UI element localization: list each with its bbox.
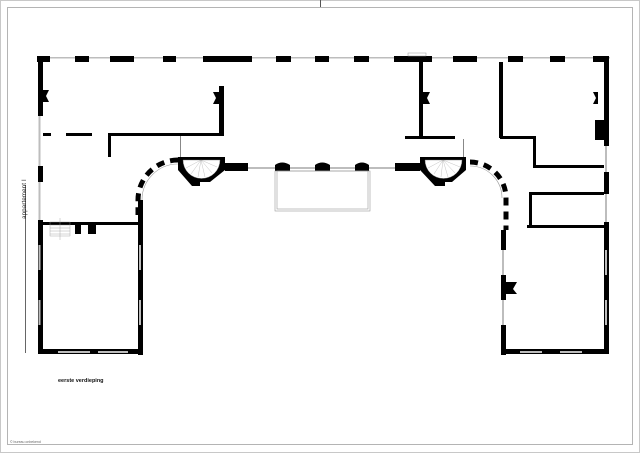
inner-frame [7,7,633,445]
east-wing-walls [527,192,605,228]
east-wing-lower-room [501,230,609,355]
top-wall [37,52,610,62]
nw-interior-walls [43,86,224,158]
west-wing-lower-room [38,200,143,355]
left-wall [38,56,49,354]
center-mark [320,0,321,7]
west-wing-straight-stair [49,218,71,240]
floor-label: eerste verdieping [58,378,104,384]
right-wall [604,56,609,354]
central-terrace-balcony [274,170,371,212]
north-west-spiral-stair [135,157,225,215]
ne-interior-walls [405,62,604,168]
central-facade [225,162,425,171]
dimension-line [25,185,26,353]
copyright-text: © bureau onbekend [10,440,41,444]
north-east-spiral-stair [420,157,509,230]
